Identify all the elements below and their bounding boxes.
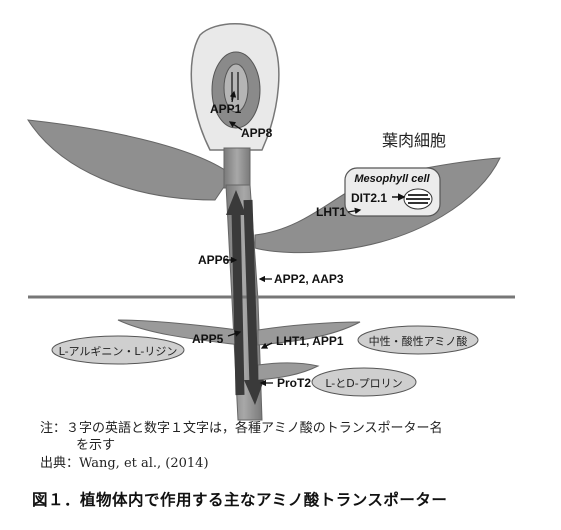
flower-core (223, 63, 249, 113)
lht1-leaf-arrow (347, 207, 362, 215)
source-citation: 出典：Wang, et al., (2014) (40, 456, 209, 471)
thylakoid-stack (406, 194, 430, 204)
root-branch-left (117, 319, 241, 346)
note-line-1: 注：３字の英語と数字１文字は，各種アミノ酸のトランスポーター名 (40, 421, 443, 436)
root-branch-right (257, 321, 361, 346)
mesophyll-tissue-label: 葉肉細胞 (382, 131, 446, 150)
neutral-acidic-ellipse (357, 325, 479, 355)
app1-top-arrow (229, 90, 237, 103)
app6-label: APP6 (198, 253, 230, 267)
figure-caption: 図１．植物体内で作用する主なアミノ酸トランスポーター (32, 491, 448, 509)
app5-arrow (227, 330, 242, 337)
arg-lys-ellipse (51, 335, 185, 365)
lht1-app1-arrow (260, 342, 273, 349)
neutral-acidic-label: 中性・酸性アミノ酸 (369, 334, 468, 348)
downward-transport-arrow (243, 199, 259, 386)
root-branch-lower-right (257, 362, 320, 381)
lht1-leaf-label: LHT1 (316, 205, 346, 219)
proline-ellipse (311, 367, 417, 397)
left-leaf (27, 119, 233, 201)
prot2-label: ProT2 (277, 376, 311, 390)
lht1-app1-label: LHT1, APP1 (276, 334, 344, 348)
app8-arrow (228, 121, 243, 131)
upward-arrow-head (226, 190, 246, 215)
app1-top-label: APP1 (210, 102, 242, 116)
flower-stalk (223, 147, 251, 189)
mesophyll-cell-label: Mesophyll cell (354, 173, 430, 185)
plant-transporter-diagram: Mesophyll cell DIT2.1 葉肉細胞 APP1 APP8 LHT… (27, 23, 515, 421)
dit21-label: DIT2.1 (351, 191, 387, 205)
note-line-2: を示す (76, 438, 116, 453)
app2-aap3-label: APP2, AAP3 (274, 272, 344, 286)
downward-arrow-head (244, 380, 264, 405)
upward-transport-arrow (231, 209, 245, 396)
app8-label: APP8 (241, 126, 273, 140)
arg-lys-label: L-アルギニン・L-リジン (59, 345, 178, 358)
proline-label: L-とD-プロリン (325, 377, 402, 390)
app5-label: APP5 (192, 332, 224, 346)
